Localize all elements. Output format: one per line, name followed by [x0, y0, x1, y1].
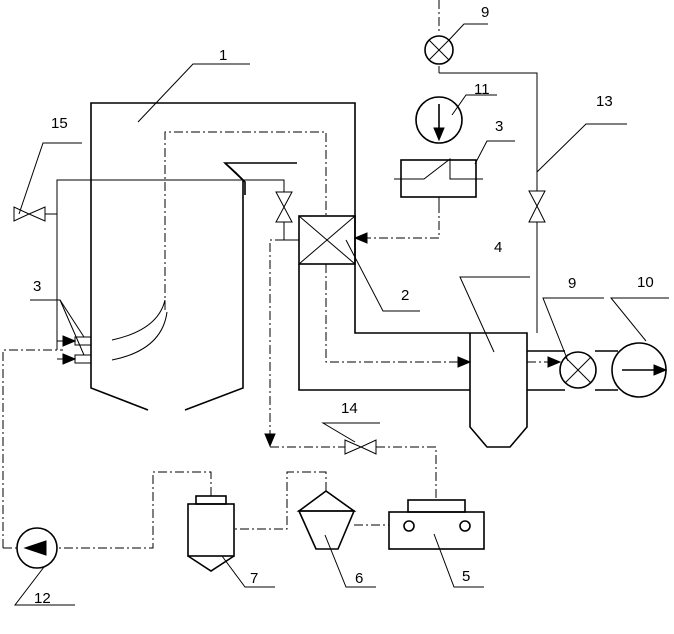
label-9-right: 9 — [568, 275, 576, 292]
left-feed-line — [45, 213, 58, 350]
main-vessel — [90, 102, 356, 411]
valve-15 — [13, 206, 46, 222]
valve-9-right — [559, 351, 597, 389]
label-11: 11 — [474, 81, 490, 98]
heater-3 — [394, 157, 483, 204]
valve-13 — [528, 190, 546, 223]
heater-to-exchanger-line — [353, 204, 440, 244]
label-3-nozzles: 3 — [33, 278, 41, 295]
label-12: 12 — [34, 590, 51, 607]
label-3-heater: 3 — [495, 118, 503, 135]
label-14: 14 — [341, 400, 358, 417]
cyclone-to-fan-lines — [527, 350, 618, 391]
bottom-return-line — [264, 239, 437, 500]
label-9-top: 9 — [481, 4, 489, 21]
vessel-top-line — [56, 179, 299, 241]
nozzles — [57, 335, 92, 365]
label-15: 15 — [51, 115, 68, 132]
cyclone-4 — [469, 332, 528, 448]
valve-14 — [344, 439, 377, 455]
pump-11 — [415, 96, 463, 144]
device-7 — [59, 471, 235, 572]
valve-vertical-exchanger — [275, 191, 293, 223]
label-6: 6 — [355, 570, 363, 587]
exchanger-to-cyclone-pipes — [298, 264, 472, 391]
label-5: 5 — [462, 568, 470, 585]
label-13: 13 — [596, 93, 613, 110]
device-5 — [388, 499, 485, 550]
fan-10 — [611, 342, 668, 398]
device-6 — [234, 471, 389, 550]
valve-9-top — [424, 35, 454, 65]
label-4: 4 — [494, 239, 502, 256]
internal-dashed-line — [111, 131, 327, 361]
label-10: 10 — [637, 274, 654, 291]
heat-exchanger — [298, 215, 356, 265]
leader-lines — [13, 23, 669, 606]
label-1: 1 — [219, 47, 227, 64]
label-2: 2 — [401, 287, 409, 304]
label-7: 7 — [250, 570, 258, 587]
pump-12 — [3, 527, 58, 569]
pump12-feed-line — [2, 349, 63, 548]
top-feed-line — [438, 0, 538, 333]
